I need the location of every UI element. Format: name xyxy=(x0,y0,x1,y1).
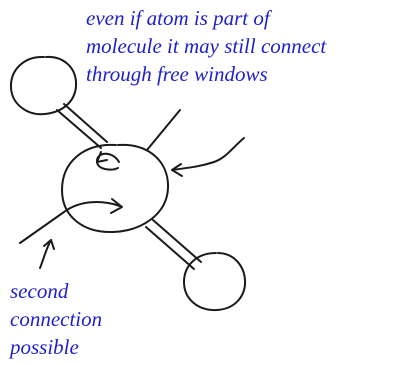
window-arrow-upper-head xyxy=(96,151,108,163)
incoming-arrow-right xyxy=(171,137,245,171)
top-annotation-line-1: even if atom is part of xyxy=(86,6,270,30)
free-window-line-upper xyxy=(146,109,181,151)
upper-bond-line-b xyxy=(63,103,108,143)
second-connection-line-inner xyxy=(63,201,121,213)
second-connection-line xyxy=(19,211,65,244)
top-annotation-line-3: through free windows xyxy=(86,62,268,86)
second-connection-arrow-head xyxy=(110,198,123,214)
top-annotation-line-2: molecule it may still connect xyxy=(86,34,327,58)
central-atom-circle xyxy=(61,143,170,234)
label-pointer-arrow-head xyxy=(43,239,55,250)
lower-right-atom-circle xyxy=(183,252,247,312)
incoming-arrow-right-head xyxy=(171,163,183,177)
bottom-annotation-line-2: connection xyxy=(10,307,103,331)
bottom-annotation: second connection possible xyxy=(10,277,102,361)
bottom-annotation-line-3: possible xyxy=(10,335,79,359)
lower-bond-line-b xyxy=(152,219,202,263)
upper-left-atom-circle xyxy=(9,55,78,116)
top-annotation: even if atom is part of molecule it may … xyxy=(86,4,326,88)
bottom-annotation-line-1: second xyxy=(10,279,69,303)
upper-bond-line-a xyxy=(56,109,102,149)
lower-bond-line-a xyxy=(145,226,195,270)
